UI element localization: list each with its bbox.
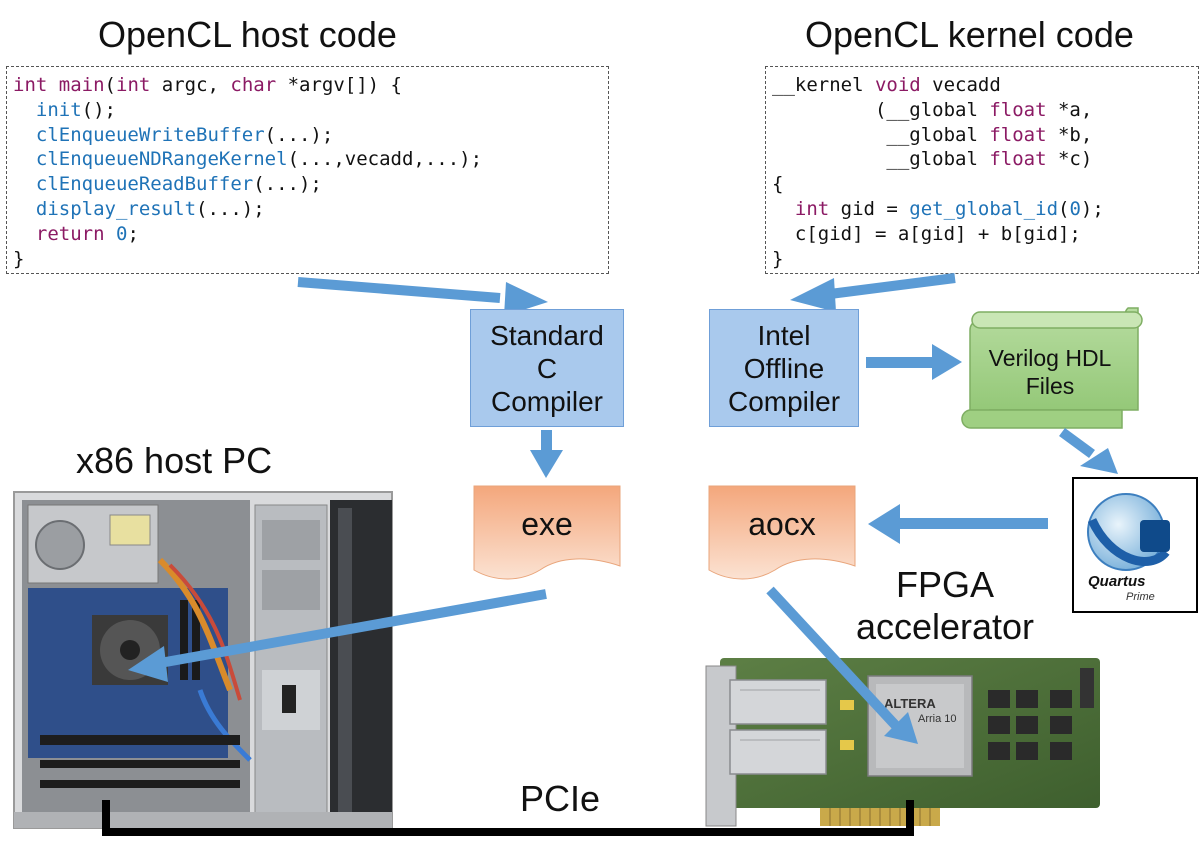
intel-compiler-line-1: Intel (757, 319, 811, 351)
kernel-code-line: __kernel void vecadd (772, 74, 1001, 96)
verilog-scroll-shape (961, 307, 1143, 429)
intel-offline-compiler-box: Intel Offline Compiler (709, 309, 859, 427)
standard-c-compiler-box: Standard C Compiler (470, 309, 624, 427)
arrow-exe-to-host (128, 589, 547, 682)
standard-compiler-line-2: C (536, 352, 558, 384)
aocx-document-shape (708, 485, 856, 580)
arrow-quartus-to-aocx (868, 504, 1048, 544)
host-code-line: clEnqueueWriteBuffer(...); (35, 123, 334, 146)
standard-compiler-line-1: Standard (490, 319, 604, 351)
kernel-code-line: (__global float *a, (772, 98, 1093, 121)
intel-compiler-line-3: Compiler (727, 385, 841, 417)
fpga-chip-brand: ALTERA (884, 696, 936, 711)
kernel-code-line: } (772, 247, 784, 270)
host-code-line: return 0; (35, 222, 139, 245)
kernel-code-line: { (772, 173, 784, 196)
fpga-label-line-2: accelerator (855, 606, 1035, 647)
host-code-line: clEnqueueNDRangeKernel(...,vecadd,...); (35, 148, 483, 171)
fpga-chip-model: Arria 10 (918, 713, 957, 725)
kernel-code-listing: __kernel void vecadd (__global float *a,… (766, 67, 1198, 271)
arrow-aocx-to-fpga (766, 586, 918, 744)
kernel-code-line: int gid = get_global_id(0); (794, 197, 1104, 220)
quartus-edition: Prime (1126, 591, 1155, 603)
fpga-accelerator-label: FPGA accelerator (842, 564, 1048, 648)
verilog-label-line-2: Files (1025, 373, 1075, 399)
host-code-line: clEnqueueReadBuffer(...); (35, 173, 322, 196)
host-code-line: init(); (35, 98, 116, 121)
arrow-compiler-to-exe (530, 430, 563, 478)
kernel-code-line: __global float *b, (772, 123, 1093, 146)
standard-compiler-line-3: Compiler (490, 385, 603, 417)
host-code-title: OpenCL host code (98, 14, 397, 55)
verilog-files-label: Verilog HDL Files (974, 344, 1126, 400)
arrow-verilog-to-quartus (1059, 427, 1118, 474)
host-code-line: } (13, 247, 25, 270)
quartus-name: Quartus (1088, 573, 1146, 590)
arrow-host-to-compiler (297, 277, 548, 316)
aocx-label: aocx (748, 506, 816, 542)
arrow-compiler-to-verilog (866, 344, 962, 380)
host-code-line: display_result(...); (35, 197, 265, 220)
exe-document-shape (473, 485, 621, 580)
fpga-board-image: ALTERA Arria 10 (705, 658, 1100, 827)
host-pc-label: x86 host PC (76, 440, 273, 481)
verilog-label-line-1: Verilog HDL (988, 345, 1112, 371)
fpga-label-line-1: FPGA (895, 564, 994, 605)
pcie-label: PCIe (520, 778, 601, 819)
kernel-code-box: __kernel void vecadd (__global float *a,… (765, 66, 1199, 274)
kernel-code-line: __global float *c) (772, 148, 1093, 171)
arrow-kernel-to-compiler (790, 273, 956, 312)
exe-label: exe (521, 506, 573, 542)
kernel-code-title: OpenCL kernel code (805, 14, 1134, 55)
quartus-logo: Quartus Prime (1072, 477, 1198, 613)
host-code-line: int main(int argc, char *argv[]) { (13, 74, 403, 96)
host-code-listing: int main(int argc, char *argv[]) { init(… (7, 67, 608, 271)
kernel-code-line: c[gid] = a[gid] + b[gid]; (772, 222, 1081, 245)
pcie-link-line (102, 800, 914, 836)
host-code-box: int main(int argc, char *argv[]) { init(… (6, 66, 609, 274)
intel-compiler-line-2: Offline (743, 352, 825, 384)
